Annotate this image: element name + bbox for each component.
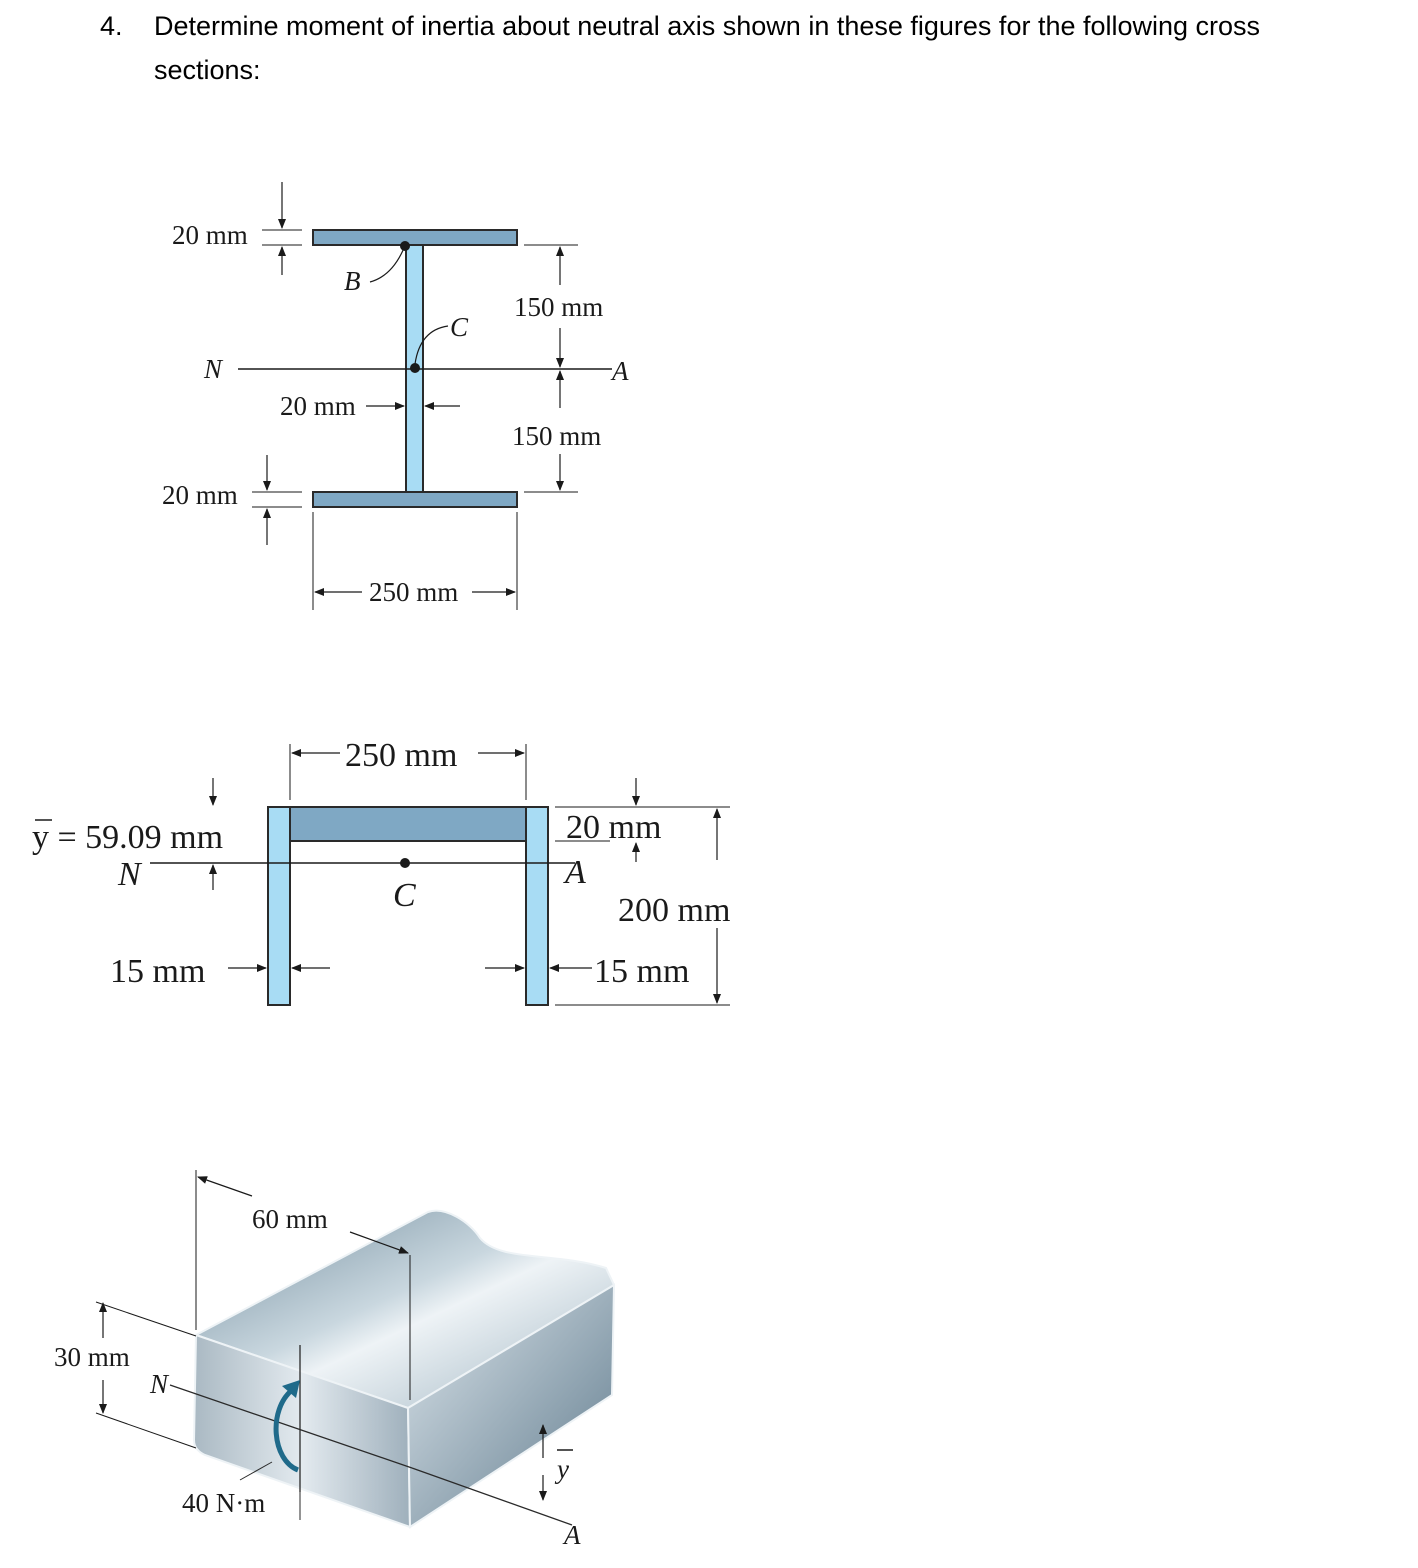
ybar-value: y = 59.09 mm: [32, 819, 223, 856]
axis-label-n: N: [203, 354, 224, 384]
point-b-leader: [369, 247, 405, 283]
question-text-line1: Determine moment of inertia about neutra…: [154, 11, 1261, 41]
point-c-dot: [410, 363, 420, 373]
axis-label-a-2: A: [563, 854, 586, 891]
dim-flange-thickness-2: 20 mm: [566, 809, 661, 846]
dim-bottom-flange-thickness: 20 mm: [162, 480, 238, 510]
top-plate: [289, 806, 527, 842]
neutral-axis-front: [169, 1384, 413, 1469]
bottom-flange: [312, 491, 518, 508]
point-label-c-2: C: [393, 877, 416, 914]
axis-label-a: A: [610, 356, 629, 386]
dim-upper-half-height: 150 mm: [514, 292, 603, 322]
block-front-face: [192, 1333, 412, 1529]
moment-value: 40 N·m: [182, 1488, 265, 1518]
dim-width-2: 250 mm: [345, 737, 457, 774]
dim-width-3: 60 mm: [252, 1204, 328, 1234]
dim-flange-width: 250 mm: [369, 577, 458, 607]
dim-top-flange-thickness: 20 mm: [172, 220, 248, 250]
question-number: 4.: [100, 11, 123, 41]
axis-label-n-2: N: [117, 856, 143, 893]
dim-web-thickness: 20 mm: [280, 391, 356, 421]
dim-left-leg-thickness: 15 mm: [110, 953, 205, 990]
point-label-c: C: [450, 312, 469, 342]
figure-channel-section: N A C y = 59.09 mm 250 mm 20 mm 200 mm 1…: [32, 737, 730, 1006]
question-text-line2: sections:: [154, 55, 261, 85]
moment-leader: [239, 1461, 273, 1481]
axis-label-n-3: N: [149, 1369, 170, 1399]
top-flange: [312, 229, 518, 246]
dim-right-leg-thickness: 15 mm: [594, 953, 689, 990]
axis-label-a-3: A: [562, 1520, 581, 1550]
moment-arrow: [273, 1388, 300, 1473]
point-b-dot: [400, 241, 410, 251]
ybar-label-3: y: [554, 1454, 569, 1484]
dim-lower-half-height: 150 mm: [512, 421, 601, 451]
point-label-b: B: [344, 266, 361, 296]
centroid-dot: [400, 858, 410, 868]
dim-height-3: 30 mm: [54, 1342, 130, 1372]
neutral-axis-side: [411, 1467, 573, 1526]
left-leg: [267, 806, 291, 1006]
dim-height-2: 200 mm: [618, 892, 730, 929]
block-side-face: [406, 1283, 616, 1529]
moment-arrow-head: [282, 1380, 300, 1398]
right-leg: [525, 806, 549, 1006]
point-c-leader: [414, 325, 449, 365]
figure-rectangular-block: N A 40 N·m 60 mm 30 mm y: [54, 1170, 616, 1550]
figure-i-section: N A B C 20 mm 20 mm 20 mm 150 mm 150 m: [162, 182, 629, 610]
